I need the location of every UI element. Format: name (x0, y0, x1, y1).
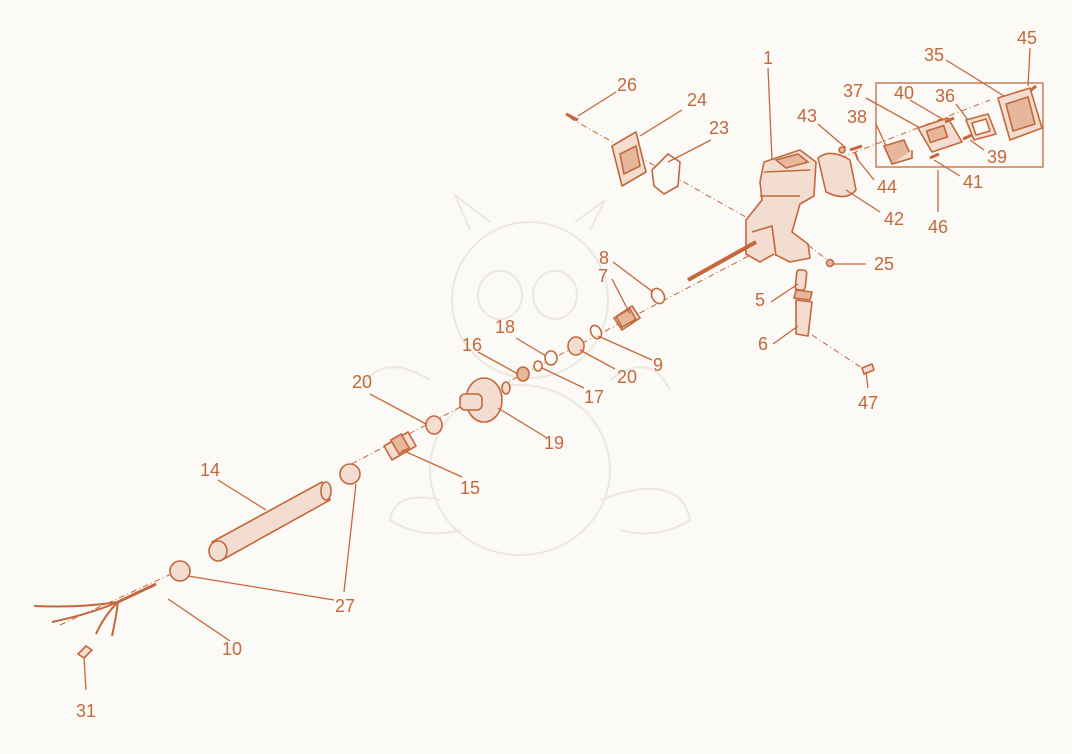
callout-40: 40 (894, 83, 914, 103)
callout-39: 39 (987, 147, 1007, 167)
callout-36: 36 (935, 86, 955, 106)
part-19-flange (459, 377, 511, 423)
part-27-ring-upper (339, 463, 361, 485)
part-26-screw (565, 112, 579, 122)
part-10-cable (33, 582, 157, 637)
callout-19: 19 (544, 433, 564, 453)
part-47-clip (861, 363, 875, 375)
callout-27: 27 (335, 596, 355, 616)
part-36-gasket (965, 113, 997, 141)
callout-41: 41 (963, 172, 983, 192)
part-17-ring (533, 360, 543, 372)
callout-44: 44 (877, 177, 897, 197)
callout-45: 45 (1017, 28, 1037, 48)
background-watermark (359, 191, 692, 556)
part-1-housing (745, 149, 817, 263)
part-5-probe-tip (794, 269, 808, 291)
callout-1: 1 (763, 48, 773, 68)
callout-5: 5 (755, 290, 765, 310)
part-15-insert (383, 431, 417, 461)
part-37-plate (917, 117, 963, 153)
part-27-ring-lower (169, 560, 191, 582)
callout-47: 47 (858, 393, 878, 413)
part-39-40-41-screws (929, 116, 973, 160)
part-18-washer (544, 350, 558, 366)
part-42-lens-cover (817, 152, 857, 198)
part-16-nut (516, 366, 530, 382)
part-35-display-cover (997, 87, 1043, 141)
callout-26: 26 (617, 75, 637, 95)
callout-8: 8 (599, 248, 609, 268)
callout-18: 18 (495, 317, 515, 337)
parts (33, 82, 1044, 659)
callout-31: 31 (76, 701, 96, 721)
callout-20-upper: 20 (617, 367, 637, 387)
callout-7: 7 (598, 266, 608, 286)
callout-24: 24 (687, 90, 707, 110)
callout-10: 10 (222, 639, 242, 659)
part-31-terminal (77, 645, 93, 659)
part-20-sleeve-upper (567, 336, 585, 356)
callout-6: 6 (758, 334, 768, 354)
callout-labels: 1 5 6 7 8 9 10 14 15 16 17 18 19 20 20 2… (76, 28, 1037, 721)
part-6-probe-body (793, 289, 813, 337)
part-43-44-pins (838, 144, 863, 161)
callout-37: 37 (843, 81, 863, 101)
callout-25: 25 (874, 254, 894, 274)
callout-35: 35 (924, 45, 944, 65)
callout-16: 16 (462, 335, 482, 355)
callout-43: 43 (797, 106, 817, 126)
callout-15: 15 (460, 478, 480, 498)
part-24-bracket (611, 131, 647, 187)
callout-42: 42 (884, 209, 904, 229)
part-9-o-ring (589, 324, 603, 340)
leader-lines (83, 47, 1031, 691)
callout-38: 38 (847, 107, 867, 127)
part-25-plug (825, 258, 835, 268)
part-20-sleeve-lower (425, 415, 443, 435)
callout-46: 46 (928, 217, 948, 237)
callout-9: 9 (653, 355, 663, 375)
part-shaft-rod (687, 240, 757, 282)
part-14-tube (208, 481, 332, 562)
callout-14: 14 (200, 460, 220, 480)
callout-23: 23 (709, 118, 729, 138)
callout-20-lower: 20 (352, 372, 372, 392)
part-7-fitting (613, 305, 641, 331)
part-38-module (882, 139, 914, 165)
part-23-gasket (651, 153, 681, 195)
part-8-o-ring (650, 287, 666, 305)
callout-17: 17 (584, 387, 604, 407)
